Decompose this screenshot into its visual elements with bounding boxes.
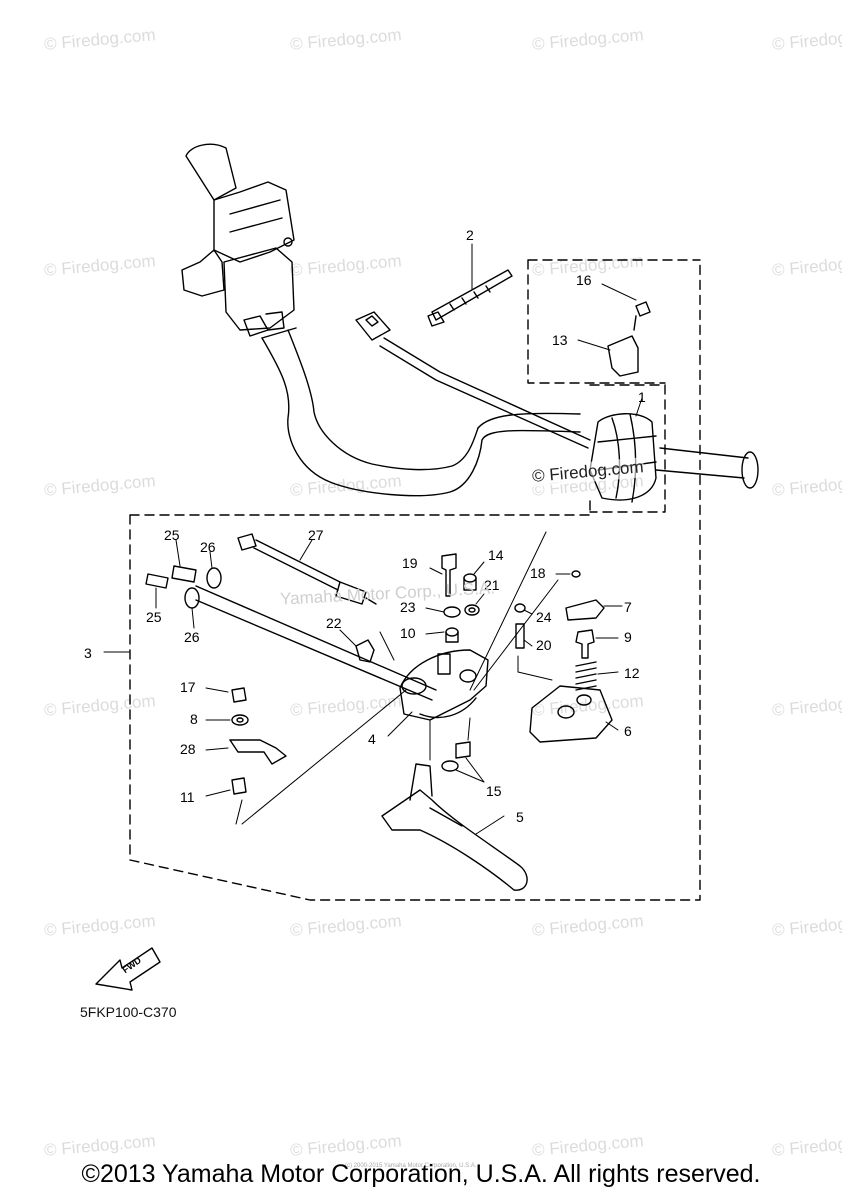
part-label-13: 13 (552, 332, 568, 348)
part-label-26a: 26 (200, 539, 216, 555)
switch-22 (355, 639, 375, 663)
part-label-22: 22 (326, 615, 342, 631)
group-box-13-16 (527, 259, 701, 384)
connector-and-wire (355, 311, 591, 449)
part-label-19: 19 (402, 555, 418, 571)
part-label-6: 6 (624, 723, 632, 739)
plate (565, 599, 605, 621)
part-label-26b: 26 (184, 629, 200, 645)
part-label-14: 14 (488, 547, 504, 563)
cover-13-bolt-16 (607, 301, 651, 377)
adjusters (145, 565, 437, 701)
handlebar (261, 327, 759, 497)
part-label-9: 9 (624, 629, 632, 645)
cable-27 (237, 533, 377, 605)
part-label-12: 12 (624, 665, 640, 681)
part-label-25a: 25 (164, 527, 180, 543)
fwd-arrow-icon (95, 947, 161, 991)
part-label-16: 16 (576, 272, 592, 288)
lever-bracket (399, 649, 489, 721)
part-label-15: 15 (486, 783, 502, 799)
fwd-label: FWD (120, 955, 143, 975)
part-label-10: 10 (400, 625, 416, 641)
part-label-24: 24 (536, 609, 552, 625)
leader-lines (103, 243, 643, 835)
group-box-3 (129, 259, 701, 901)
part-label-27: 27 (308, 527, 324, 543)
part-label-7: 7 (624, 599, 632, 615)
part-label-2: 2 (466, 227, 474, 243)
small-fasteners (441, 553, 581, 772)
fine-print: (c) 2000-2015 Yamaha Motor Corporation, … (345, 1163, 477, 1169)
part-label-5: 5 (516, 809, 524, 825)
left-grip-assembly (181, 143, 295, 337)
copyright-notice: ©2013 Yamaha Motor Corporation, U.S.A. A… (81, 1160, 761, 1188)
lower-left-parts (229, 687, 287, 795)
pin-and-spring (575, 629, 597, 691)
part-label-1: 1 (638, 389, 646, 405)
part-label-25b: 25 (146, 609, 162, 625)
part-label-23: 23 (400, 599, 416, 615)
diagram-code: 5FKP100-C370 (80, 1004, 177, 1020)
lever (381, 763, 528, 891)
part-label-11: 11 (180, 789, 195, 805)
part-label-18: 18 (530, 565, 546, 581)
part-label-28: 28 (180, 741, 196, 757)
part-label-21: 21 (484, 577, 500, 593)
part-label-17: 17 (180, 679, 196, 695)
part-labels: 2 16 13 1 27 25 26 25 26 19 14 18 21 23 … (84, 227, 646, 825)
cable-tie (427, 269, 513, 327)
part-label-3: 3 (84, 645, 92, 661)
holder (529, 685, 613, 743)
part-label-20: 20 (536, 637, 552, 653)
part-label-8: 8 (190, 711, 198, 727)
part-label-4: 4 (368, 731, 376, 747)
